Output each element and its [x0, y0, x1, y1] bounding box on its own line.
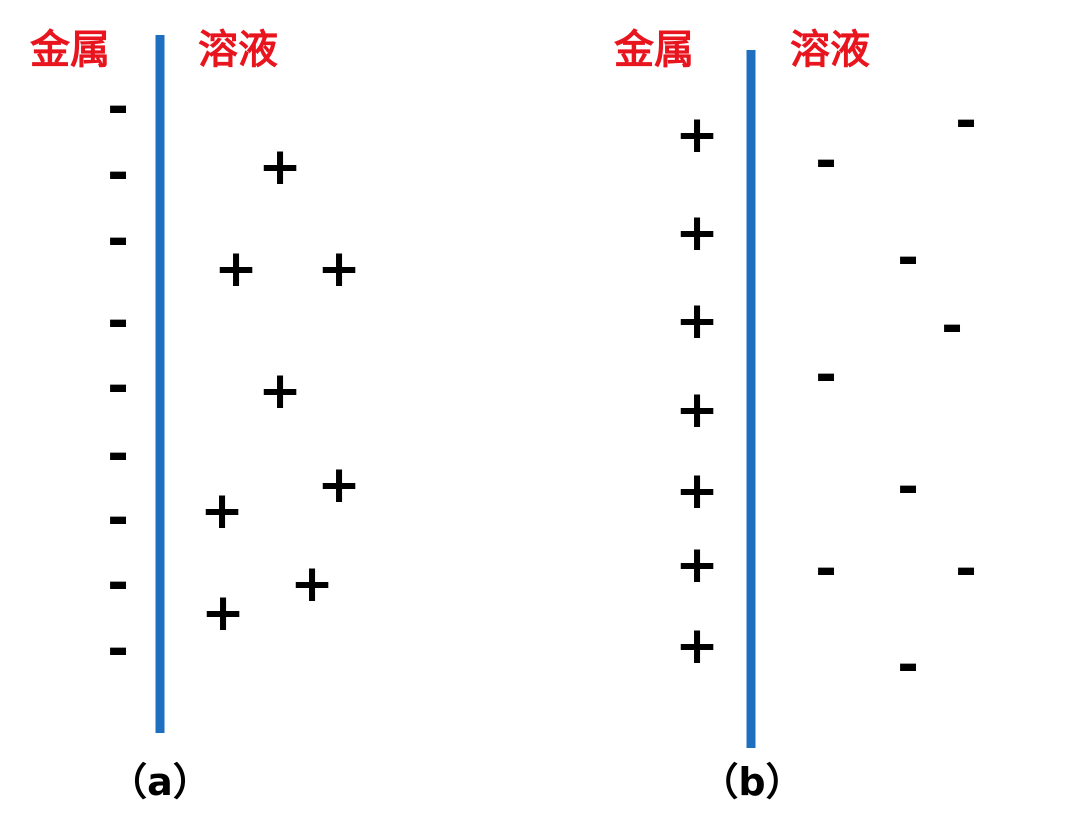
- panel-a-metal-charge: -: [107, 77, 129, 137]
- panel-b-solution-charge: -: [897, 457, 919, 517]
- panel-a: 金属 溶液 - - - - - - - - - + + + + + + + + …: [29, 27, 361, 804]
- panel-a-metal-charge: -: [107, 619, 129, 679]
- panel-b-metal-charge: +: [675, 380, 719, 440]
- panel-a-solution-charge: +: [201, 583, 245, 643]
- panel-a-metal-charge: -: [107, 143, 129, 203]
- panel-b-metal-charge: +: [675, 616, 719, 676]
- panel-b-metal-charge: +: [675, 291, 719, 351]
- panel-b-metal-charge: +: [675, 535, 719, 595]
- panel-b-metal-charges: + + + + + + +: [675, 105, 719, 676]
- panel-b-solution-label: 溶液: [790, 27, 870, 73]
- panel-b-solution-charge: -: [955, 91, 977, 151]
- panel-a-metal-charge: -: [107, 291, 129, 351]
- panel-b-metal-charge: +: [675, 203, 719, 263]
- panel-b-solution-charge: -: [897, 635, 919, 695]
- panel-b-solution-charge: -: [955, 539, 977, 599]
- panel-a-caption: （a）: [109, 760, 211, 804]
- panel-a-solution-label: 溶液: [198, 27, 278, 73]
- panel-a-metal-charge: -: [107, 488, 129, 548]
- panel-a-metal-label: 金属: [29, 27, 110, 73]
- panel-b-solution-charge: -: [815, 539, 837, 599]
- panel-a-solution-charges: + + + + + + + +: [200, 137, 361, 643]
- panel-b: 金属 溶液 + + + + + + + - - - - - - - - - （b…: [613, 27, 977, 804]
- panel-a-solution-charge: +: [200, 481, 244, 541]
- panel-b-solution-charge: -: [815, 131, 837, 191]
- panel-a-solution-charge: +: [258, 137, 302, 197]
- panel-b-metal-label: 金属: [613, 27, 694, 73]
- panel-a-solution-charge: +: [258, 361, 302, 421]
- panel-b-solution-charge: -: [941, 296, 963, 356]
- panel-b-metal-charge: +: [675, 461, 719, 521]
- panel-b-caption: （b）: [700, 760, 803, 804]
- panel-a-metal-charge: -: [107, 424, 129, 484]
- panel-a-metal-charge: -: [107, 356, 129, 416]
- panel-a-solution-charge: +: [317, 239, 361, 299]
- panel-a-metal-charge: -: [107, 553, 129, 613]
- panel-b-solution-charge: -: [815, 345, 837, 405]
- panel-a-metal-charge: -: [107, 209, 129, 269]
- panel-a-solution-charge: +: [317, 455, 361, 515]
- panel-a-solution-charge: +: [214, 239, 258, 299]
- panel-b-solution-charges: - - - - - - - - -: [815, 91, 977, 695]
- panel-b-metal-charge: +: [675, 105, 719, 165]
- panel-a-metal-charges: - - - - - - - - -: [107, 77, 129, 679]
- panel-b-solution-charge: -: [897, 228, 919, 288]
- panel-a-solution-charge: +: [290, 554, 334, 614]
